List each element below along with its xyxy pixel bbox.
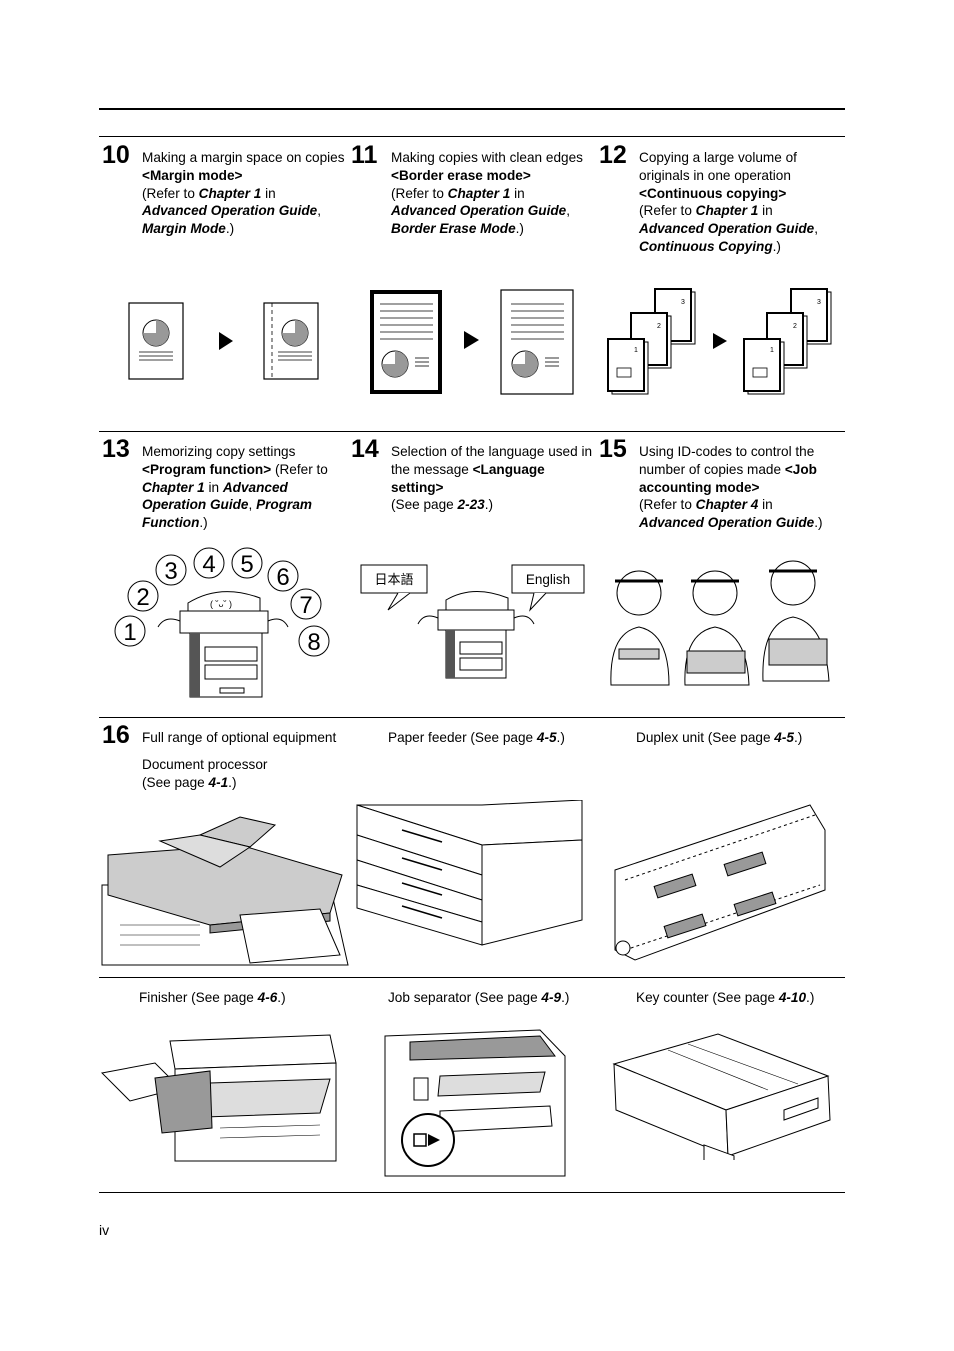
stacks-after: 3 2 1 [743, 288, 832, 395]
svg-text:6: 6 [276, 564, 289, 591]
worker-character-icon [610, 570, 670, 686]
paper-feeder-label: Paper feeder (See page 4-5.) [388, 730, 565, 745]
feature-description: Selection of the language used in the me… [391, 444, 593, 513]
stacks-before: 3 2 1 [607, 288, 696, 395]
svg-text:7: 7 [299, 592, 312, 619]
svg-text:3: 3 [164, 558, 177, 585]
border-erase-illustration [370, 289, 574, 395]
key-counter-illustration [612, 1033, 831, 1160]
copier-character-icon: ( ˘ᴗ˘ ) [157, 591, 289, 698]
finisher-label: Finisher (See page 4-6.) [139, 990, 286, 1005]
key-counter-label: Key counter (See page 4-10.) [636, 990, 815, 1005]
feature-number: 10 [102, 141, 130, 169]
arrow-right-icon [464, 331, 479, 349]
feature-description: Memorizing copy settings <Program functi… [142, 444, 328, 531]
duplex-unit-illustration [614, 804, 826, 961]
svg-text:( ˘ᴗ˘ ): ( ˘ᴗ˘ ) [210, 599, 232, 609]
language-setting-illustration: 日本語 English [360, 564, 585, 679]
language-english: English [526, 572, 570, 587]
section-rule [99, 431, 845, 432]
svg-text:2: 2 [657, 323, 661, 330]
svg-text:1: 1 [770, 347, 774, 354]
continuous-copying-illustration: 3 2 1 3 2 1 [607, 288, 832, 395]
top-rule [99, 108, 845, 110]
feature-number: 15 [599, 435, 627, 463]
feature-description: Making copies with clean edges <Border e… [391, 150, 583, 237]
number-bubbles: 1 2 3 4 5 6 7 8 [114, 547, 330, 657]
svg-text:2: 2 [793, 323, 797, 330]
feature-description: Using ID-codes to control the number of … [639, 444, 823, 531]
section-rule [99, 136, 845, 137]
feature-number: 13 [102, 435, 130, 463]
svg-text:3: 3 [681, 299, 685, 306]
job-accounting-illustration [610, 560, 830, 686]
job-separator-illustration [384, 1029, 566, 1177]
feature-number: 16 [102, 721, 130, 749]
feature-description: Full range of optional equipment Documen… [142, 730, 337, 790]
program-function-illustration: ( ˘ᴗ˘ ) 1 2 3 4 5 6 7 8 [114, 547, 330, 698]
document-processor-illustration [101, 816, 349, 966]
section-rule [99, 977, 845, 978]
worker-character-icon [762, 560, 830, 682]
svg-text:1: 1 [123, 619, 136, 646]
svg-text:1: 1 [634, 347, 638, 354]
svg-text:2: 2 [136, 584, 149, 611]
feature-number: 12 [599, 141, 627, 169]
arrow-right-icon [219, 332, 233, 350]
duplex-unit-label: Duplex unit (See page 4-5.) [636, 730, 803, 745]
margin-mode-illustration [128, 302, 319, 380]
svg-text:4: 4 [202, 551, 215, 578]
arrow-right-icon [713, 333, 727, 349]
section-rule [99, 717, 845, 718]
page-number: iv [99, 1222, 110, 1238]
svg-text:3: 3 [817, 299, 821, 306]
finisher-illustration [100, 1034, 337, 1162]
feature-description: Making a margin space on copies <Margin … [142, 150, 345, 237]
language-japanese: 日本語 [374, 572, 413, 587]
paper-feeder-illustration [356, 800, 583, 946]
job-separator-key-icon [413, 1133, 440, 1147]
worker-character-icon [684, 570, 750, 686]
section-rule [99, 1192, 845, 1193]
svg-text:8: 8 [307, 629, 320, 656]
feature-number: 14 [351, 435, 379, 463]
feature-description: Copying a large volume of originals in o… [639, 150, 819, 254]
copier-character-icon [417, 590, 535, 679]
job-separator-label: Job separator (See page 4-9.) [388, 990, 570, 1005]
svg-text:5: 5 [240, 551, 253, 578]
feature-number: 11 [351, 141, 378, 169]
